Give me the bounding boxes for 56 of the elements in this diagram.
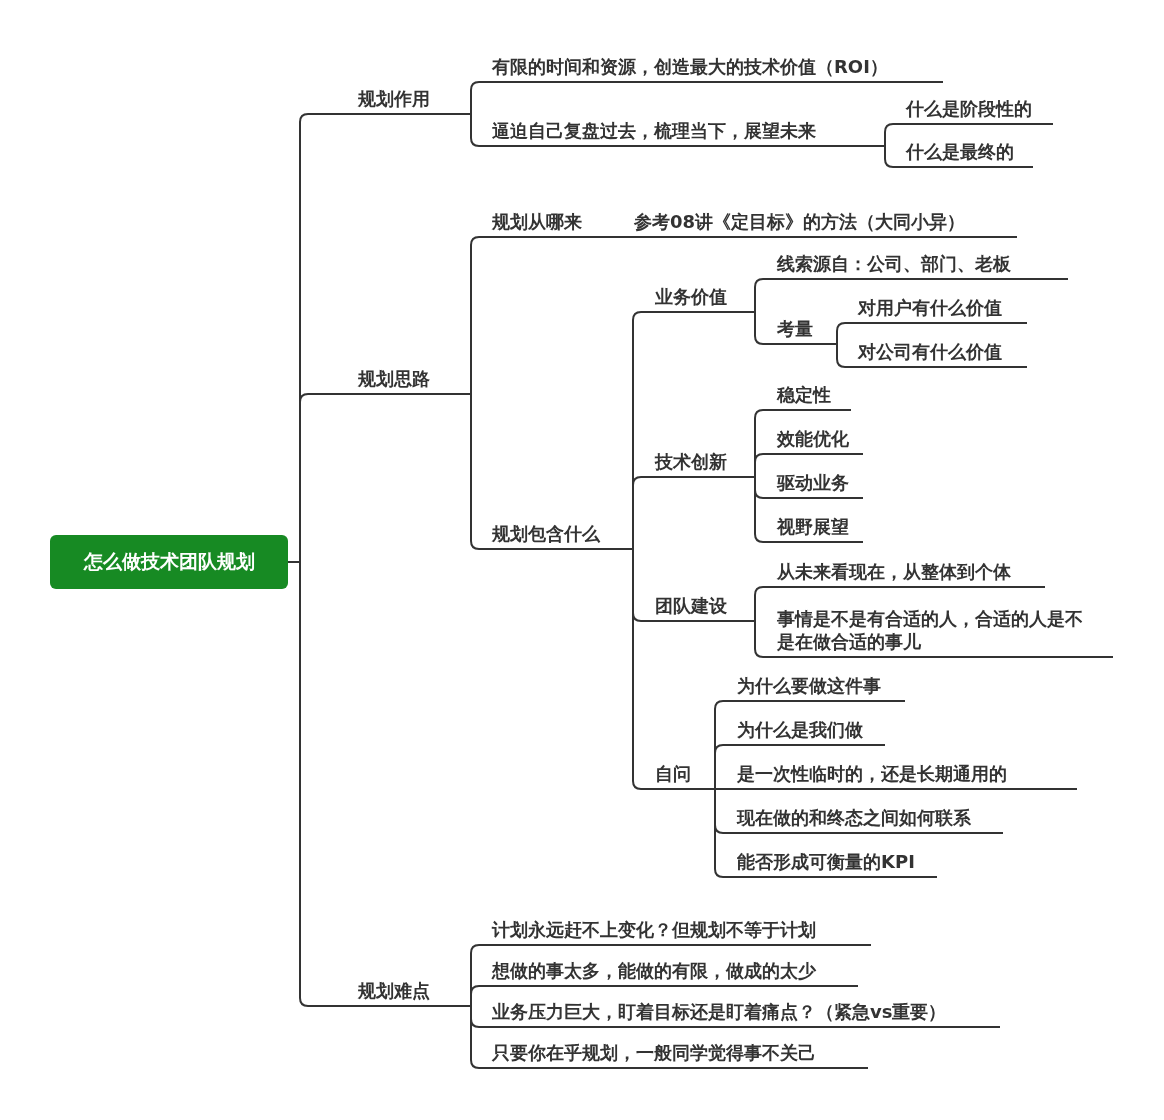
topic-label: 逼迫自己复盘过去，梳理当下，展望未来 [479, 117, 885, 147]
connector-line [884, 145, 894, 168]
topic-label: 视野展望 [763, 513, 863, 543]
root-box: 怎么做技术团队规划 [50, 535, 288, 589]
topic-label: 计划永远赶不上变化？但规划不等于计划 [479, 916, 871, 946]
topic-label: 有限的时间和资源，创造最大的技术价值（ROI） [479, 53, 943, 83]
topic-label: 只要你在乎规划，一般同学觉得事不关己 [479, 1039, 868, 1069]
topic-label: 什么是最终的 [893, 138, 1033, 168]
connector-line [632, 548, 642, 790]
topic-label: 团队建设 [641, 592, 755, 622]
connector-line [754, 620, 764, 658]
topic-label: 是一次性临时的，还是长期通用的 [723, 760, 1077, 790]
topic-label: 线索源自：公司、部门、老板 [763, 250, 1068, 280]
connector-line [470, 81, 480, 115]
topic-label: 规划思路 [308, 365, 471, 395]
topic-label: 驱动业务 [763, 469, 863, 499]
connector-line [611, 236, 623, 238]
topic-label: 事情是不是有合适的人，合适的人是不是在做合适的事儿 [763, 604, 1113, 658]
topic-label: 现在做的和终态之间如何联系 [723, 804, 1003, 834]
topic-label: 技术创新 [641, 448, 755, 478]
topic-label: 参考08讲《定目标》的方法（大同小异） [622, 208, 1017, 238]
connector-line [714, 788, 724, 878]
topic-label: 业务价值 [641, 283, 755, 313]
connector-line [714, 788, 724, 790]
connector-line [470, 393, 480, 550]
topic-label: 规划从哪来 [479, 208, 612, 238]
connector-line [714, 744, 724, 790]
topic-label: 对公司有什么价值 [845, 338, 1027, 368]
topic-label: 规划作用 [308, 85, 471, 115]
connector-line [470, 113, 480, 147]
connector-line [754, 278, 764, 313]
connector-line [754, 586, 764, 622]
connector-line [470, 1005, 480, 1069]
connector-line [470, 985, 480, 1007]
connector-line [754, 476, 764, 543]
connector-line [836, 322, 846, 345]
topic-label: 稳定性 [763, 381, 851, 411]
topic-label: 什么是阶段性的 [893, 95, 1053, 125]
topic-label: 能否形成可衡量的KPI [723, 848, 937, 878]
topic-label: 效能优化 [763, 425, 863, 455]
topic-label: 规划难点 [308, 977, 471, 1007]
connector-line [836, 343, 846, 368]
connector-line [754, 311, 764, 345]
topic-label: 业务压力巨大，盯着目标还是盯着痛点？（紧急vs重要） [479, 998, 1000, 1028]
topic-label: 规划包含什么 [479, 520, 633, 550]
topic-label: 自问 [641, 760, 715, 790]
connector-line [632, 476, 642, 550]
topic-label: 考量 [763, 315, 837, 345]
topic-label: 想做的事太多，能做的有限，做成的太少 [479, 957, 858, 987]
topic-label: 对用户有什么价值 [845, 294, 1027, 324]
topic-label: 为什么是我们做 [723, 716, 885, 746]
connector-line [754, 453, 764, 478]
topic-label: 从未来看现在，从整体到个体 [763, 558, 1045, 588]
topic-label: 为什么要做这件事 [723, 672, 905, 702]
connector-line [884, 123, 894, 147]
connector-line [470, 236, 480, 395]
